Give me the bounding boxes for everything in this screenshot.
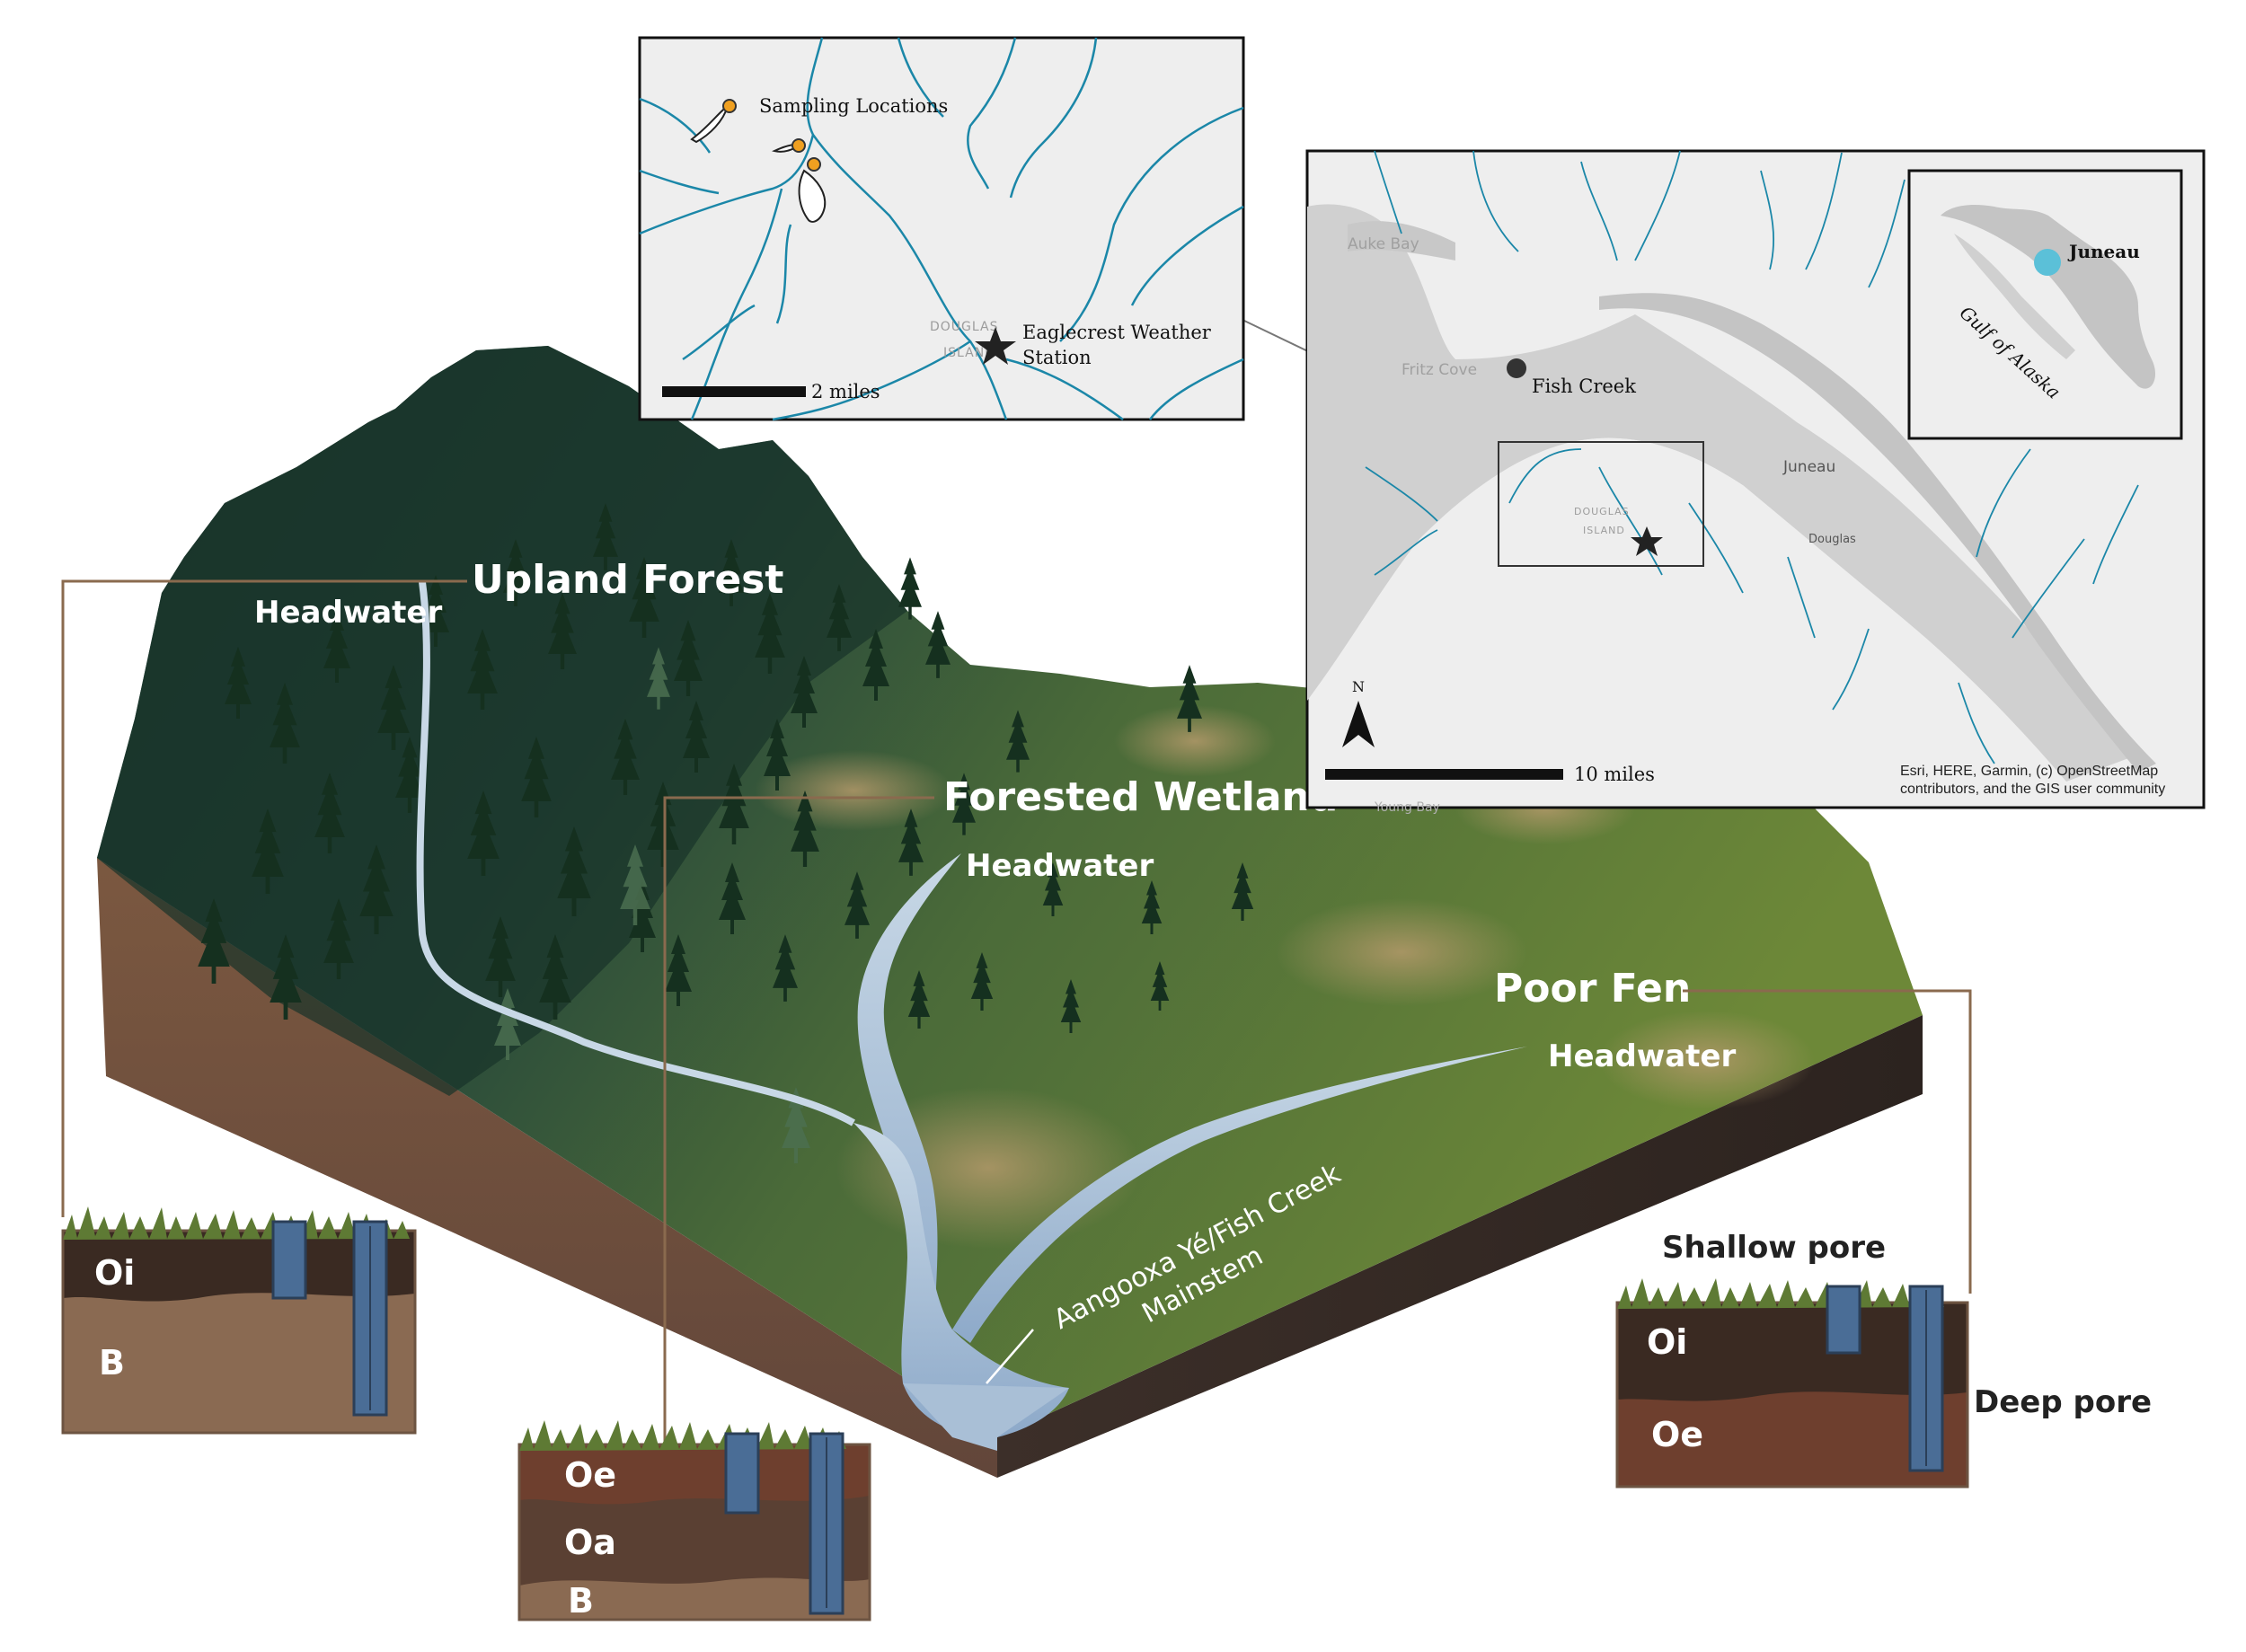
north-arrow-icon	[1342, 701, 1375, 747]
soil-side-right	[997, 1015, 1923, 1478]
weather-station-label: Eaglecrest Weather	[1022, 322, 1212, 343]
fritz-cove-label: Fritz Cove	[1402, 361, 1477, 379]
horizon-label: Oi	[94, 1253, 135, 1293]
terrain-block	[97, 346, 1923, 1478]
north-label: N	[1352, 678, 1365, 695]
horizon-label: B	[99, 1343, 125, 1383]
shallow-pore-label: Shallow pore	[1662, 1230, 1886, 1266]
scale-bar	[1325, 769, 1563, 780]
horizon-label: Oi	[1647, 1322, 1687, 1362]
leader-lines	[61, 579, 1972, 1455]
horizon-label: Oa	[564, 1523, 616, 1562]
regional-inset-map: Auke Bay Fritz Cove Fish Creek Juneau Do…	[1305, 149, 2206, 815]
weather-station-star-icon	[975, 327, 1016, 365]
mainstem-pointer	[986, 1329, 1034, 1384]
mainstem-outlet	[903, 1383, 1069, 1451]
scale-bar	[662, 386, 806, 397]
fish-creek-dot	[1507, 358, 1526, 378]
douglas-island-label: DOUGLAS	[1574, 506, 1630, 517]
state-locator-inset: Juneau Gulf of Alaska	[1907, 169, 2183, 440]
horizon-label: Oe	[1651, 1415, 1703, 1454]
upland-headwater-label: Headwater	[254, 595, 442, 631]
weather-station-star-icon	[1631, 526, 1663, 556]
scale-label: 10 miles	[1574, 764, 1655, 785]
mainstem-stream	[853, 1123, 1069, 1437]
scale-label: 2 miles	[811, 381, 880, 402]
soil-profile-upland: Oi B	[61, 1206, 417, 1435]
horizon-label: Oe	[564, 1455, 616, 1495]
wetland-headwater-label: Headwater	[966, 848, 1154, 884]
attribution-text: contributors, and the GIS user community	[1900, 782, 2165, 797]
detail-inset-map: Sampling Locations DOUGLAS ISLAND Eaglec…	[638, 36, 1245, 421]
sampling-locations-label: Sampling Locations	[759, 95, 948, 117]
juneau-state-label: Juneau	[2067, 241, 2140, 262]
meadow-patch	[1276, 898, 1527, 1006]
juneau-city-label: Juneau	[1782, 458, 1835, 476]
soil-profile-wetland: Oe Oa B	[517, 1420, 871, 1621]
study-area-box	[1498, 441, 1704, 567]
douglas-island-label: ISLAND	[943, 346, 995, 360]
auke-bay-label: Auke Bay	[1348, 235, 1419, 253]
fish-creek-label: Fish Creek	[1532, 375, 1636, 397]
weather-station-label: Station	[1022, 347, 1092, 368]
horizon-label: B	[568, 1581, 594, 1621]
douglas-island-label: DOUGLAS	[930, 320, 998, 334]
soil-profile-fen: Oi Oe Shallow pore Deep pore	[1615, 1230, 2152, 1489]
upland-forest-label: Upland Forest	[472, 557, 783, 603]
deep-pore-label: Deep pore	[1974, 1384, 2152, 1420]
forested-wetland-label: Forested Wetland	[943, 774, 1338, 820]
wetland-headwater-stream	[857, 853, 961, 1383]
meadow-patch	[1599, 1011, 1815, 1109]
douglas-city-label: Douglas	[1808, 533, 1856, 546]
douglas-island-label: ISLAND	[1583, 525, 1625, 536]
juneau-dot	[2034, 249, 2061, 276]
young-bay-label: Young Bay	[1374, 800, 1440, 815]
poor-fen-label: Poor Fen	[1494, 966, 1691, 1012]
attribution-text: Esri, HERE, Garmin, (c) OpenStreetMap	[1900, 764, 2158, 779]
mountain-shading	[97, 346, 907, 1096]
meadow-patch	[1114, 705, 1276, 777]
fen-headwater-label: Headwater	[1548, 1038, 1736, 1074]
upland-headwater-stream	[416, 581, 855, 1126]
